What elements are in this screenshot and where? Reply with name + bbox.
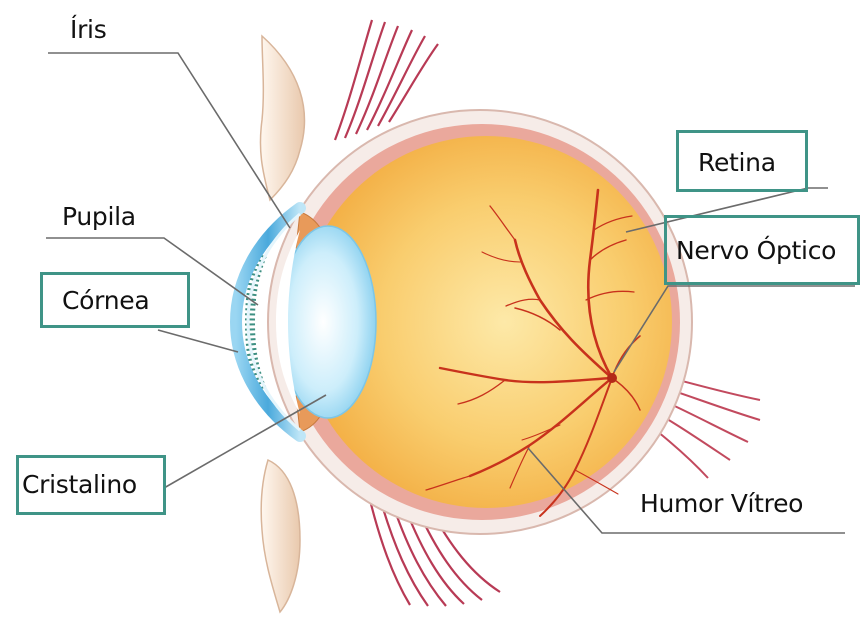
label-pupila: Pupila [62, 204, 136, 229]
leader-cornea [158, 330, 238, 352]
label-cornea: Córnea [62, 288, 149, 313]
label-iris: Íris [70, 17, 106, 42]
label-cristalino: Cristalino [22, 472, 137, 497]
lens [280, 226, 376, 418]
lower-eyelid [261, 460, 300, 612]
label-humor-vitreo: Humor Vítreo [640, 491, 803, 516]
label-retina: Retina [698, 150, 776, 175]
upper-eyelid [260, 36, 304, 200]
optic-disc [607, 373, 617, 383]
label-nervo-optico: Nervo Óptico [676, 238, 836, 263]
